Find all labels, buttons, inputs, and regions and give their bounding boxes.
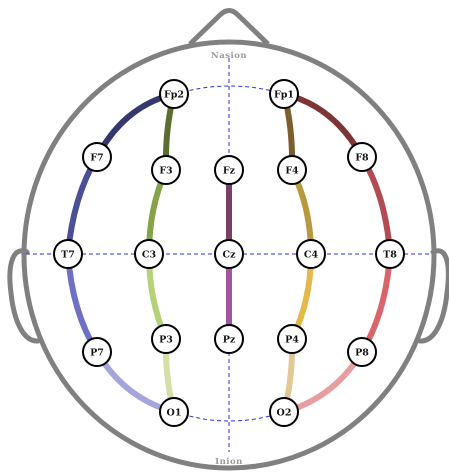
electrode-pz: Pz bbox=[214, 324, 244, 354]
electrode-label: F3 bbox=[159, 166, 172, 177]
electrode-f4: F4 bbox=[277, 155, 307, 185]
electrode-label: P4 bbox=[285, 335, 299, 346]
frontal-arc-guide bbox=[175, 85, 285, 95]
electrode-label: Fp2 bbox=[164, 90, 184, 101]
electrode-label: P7 bbox=[90, 348, 104, 359]
electrode-o1: O1 bbox=[159, 397, 189, 427]
electrode-p4: P4 bbox=[277, 324, 307, 354]
electrode-t7: T7 bbox=[53, 239, 83, 269]
occipital-arc-guide bbox=[175, 411, 285, 422]
electrode-o2: O2 bbox=[269, 397, 299, 427]
link-fp1-f8 bbox=[281, 91, 365, 160]
electrode-cz: Cz bbox=[214, 239, 244, 269]
electrode-label: Fp1 bbox=[274, 90, 294, 101]
inion-label: Inion bbox=[215, 457, 243, 467]
electrode-label: T7 bbox=[61, 250, 75, 261]
electrode-label: T8 bbox=[383, 250, 397, 261]
scalp-outline bbox=[21, 39, 437, 471]
link-f8-t8 bbox=[359, 154, 393, 257]
link-t7-p7 bbox=[65, 251, 100, 355]
electrode-fp2: Fp2 bbox=[159, 79, 189, 109]
electrode-label: P3 bbox=[159, 335, 173, 346]
electrode-f7: F7 bbox=[82, 142, 112, 172]
electrode-label: F7 bbox=[90, 153, 103, 164]
electrode-f3: F3 bbox=[151, 155, 181, 185]
nasion-label: Nasion bbox=[211, 51, 247, 61]
electrode-c3: C3 bbox=[134, 239, 164, 269]
nose-icon bbox=[188, 8, 270, 46]
electrode-label: Pz bbox=[223, 335, 236, 346]
link-t8-p8 bbox=[359, 251, 393, 355]
electrode-p8: P8 bbox=[347, 337, 377, 367]
electrodes: Fp2 Fp1 F7 F3 Fz F4 F8 T7 C3 Cz C4 T8 P7… bbox=[53, 79, 405, 427]
electrode-p7: P7 bbox=[82, 337, 112, 367]
electrode-label: C4 bbox=[304, 250, 319, 261]
right-ear-icon bbox=[417, 248, 449, 344]
electrode-label: P8 bbox=[355, 348, 369, 359]
electrode-label: Cz bbox=[223, 250, 237, 261]
left-ear-icon bbox=[7, 248, 41, 344]
electrode-label: O1 bbox=[167, 408, 182, 419]
electrode-t8: T8 bbox=[375, 239, 405, 269]
electrode-label: O2 bbox=[277, 408, 292, 419]
electrode-label: F4 bbox=[285, 166, 299, 177]
electrode-label: Fz bbox=[223, 166, 236, 177]
electrode-f8: F8 bbox=[347, 142, 377, 172]
electrode-fz: Fz bbox=[214, 155, 244, 185]
electrode-c4: C4 bbox=[296, 239, 326, 269]
electrode-label: F8 bbox=[355, 153, 369, 164]
electrode-p3: P3 bbox=[151, 324, 181, 354]
link-f7-t7 bbox=[65, 154, 100, 257]
electrode-fp1: Fp1 bbox=[269, 79, 299, 109]
head-outline bbox=[7, 8, 449, 471]
electrode-label: C3 bbox=[142, 250, 156, 261]
